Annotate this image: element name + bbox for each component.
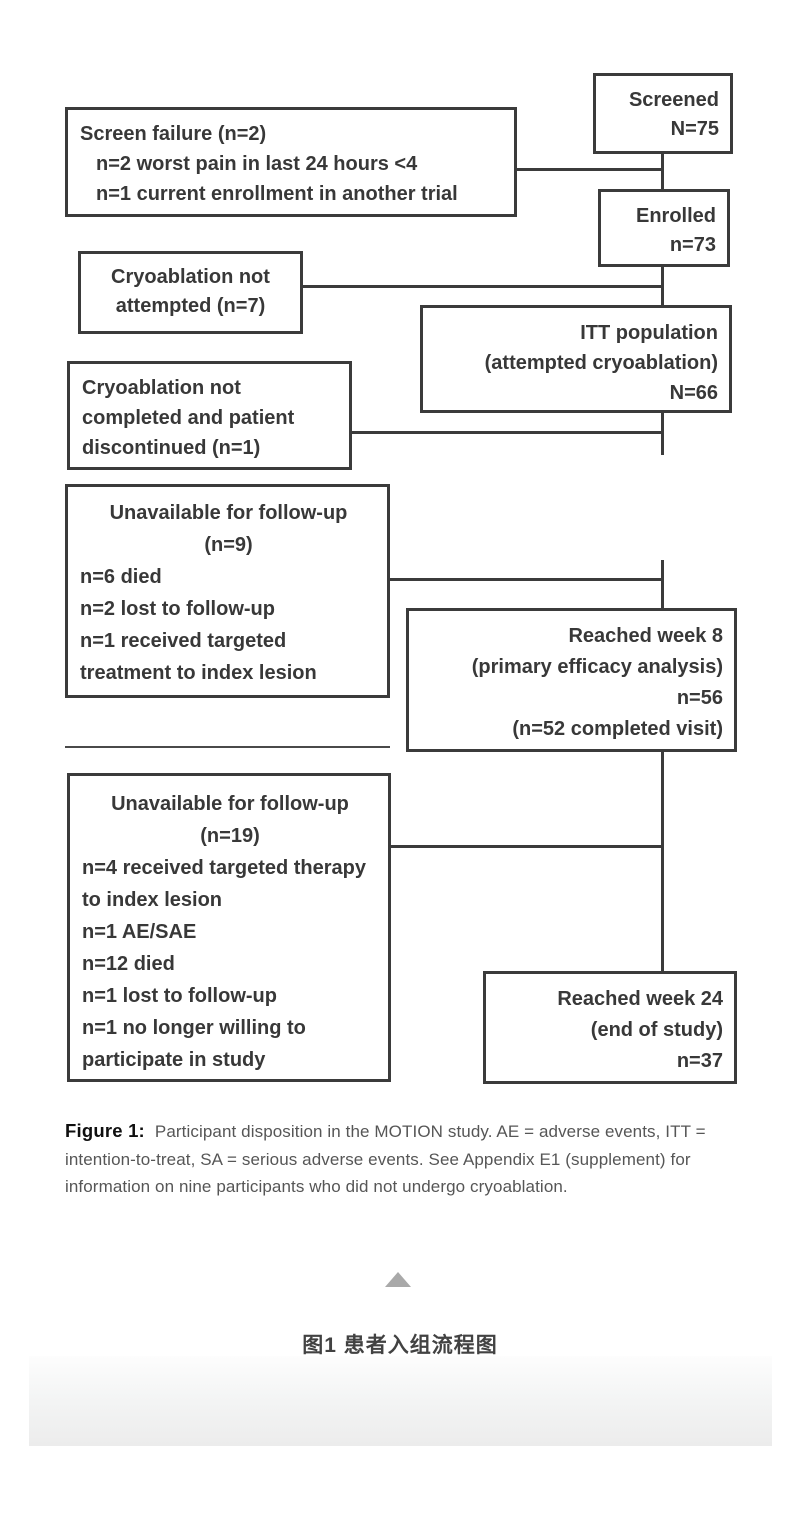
flow-box-week24: Reached week 24 (end of study) n=37 xyxy=(483,971,737,1084)
box-line: n=1 lost to follow-up xyxy=(82,985,277,1007)
box-line: n=2 lost to follow-up xyxy=(80,598,275,620)
box-line: discontinued (n=1) xyxy=(82,437,261,459)
flow-box-screen-failure: Screen failure (n=2) n=2 worst pain in l… xyxy=(65,107,517,217)
box-line: N=66 xyxy=(669,382,718,404)
box-line: completed and patient xyxy=(82,407,295,429)
box-line: Reached week 8 xyxy=(568,625,723,647)
connector-screened-enrolled xyxy=(661,154,664,190)
section-background-band xyxy=(29,1356,772,1446)
connector-safety-week8 xyxy=(661,560,664,609)
flow-box-screened: Screened N=75 xyxy=(593,73,733,154)
box-line: n=56 xyxy=(676,687,723,709)
figure-caption-text: Participant disposition in the MOTION st… xyxy=(65,1122,706,1196)
box-line: (n=52 completed visit) xyxy=(512,718,723,740)
box-line: n=73 xyxy=(669,234,716,256)
connector-unavailable-wk24 xyxy=(391,845,664,848)
flow-box-week8: Reached week 8 (primary efficacy analysi… xyxy=(406,608,737,752)
box-line: (n=19) xyxy=(200,825,260,847)
box-line: n=1 no longer willing to participate in … xyxy=(82,1017,306,1071)
box-line: n=2 worst pain in last 24 hours <4 xyxy=(96,153,418,175)
box-line: ITT population xyxy=(580,322,718,344)
connector-unavailable-wk8 xyxy=(390,578,664,581)
box-line: n=12 died xyxy=(82,953,175,975)
box-line: (attempted cryoablation) xyxy=(484,352,718,374)
box-line: n=1 received targeted treatment to index… xyxy=(80,630,317,684)
connector-cryo-not-attempted xyxy=(303,285,664,288)
connector-screen-failure xyxy=(517,168,664,171)
flow-box-unavailable-wk8: Unavailable for follow-up (n=9) n=6 died… xyxy=(65,484,390,698)
box-line: attempted (n=7) xyxy=(115,295,266,317)
box-line: n=1 AE/SAE xyxy=(82,921,197,943)
flow-box-enrolled: Enrolled n=73 xyxy=(598,189,730,267)
box-line: n=1 current enrollment in another trial xyxy=(96,183,458,205)
box-line: Enrolled xyxy=(635,205,716,227)
box-line: Screened xyxy=(628,89,719,111)
connector-cryo-not-completed xyxy=(352,431,664,434)
divider-line xyxy=(65,746,390,748)
box-line: Reached week 24 xyxy=(557,988,723,1010)
flow-box-cryo-not-completed: Cryoablation not completed and patient d… xyxy=(67,361,352,470)
figure-title-chinese: 图1 患者入组流程图 xyxy=(302,1334,498,1357)
flow-box-cryo-not-attempted: Cryoablation not attempted (n=7) xyxy=(78,251,303,334)
box-line: N=75 xyxy=(670,118,719,140)
box-line: (n=9) xyxy=(204,534,253,556)
flow-box-itt-population: ITT population (attempted cryoablation) … xyxy=(420,305,732,413)
box-line: Unavailable for follow-up xyxy=(111,793,349,815)
figure-caption: Figure 1:Participant disposition in the … xyxy=(65,1117,747,1201)
box-line: Cryoablation not xyxy=(111,266,270,288)
box-line: (primary efficacy analysis) xyxy=(471,656,723,678)
figure-caption-label: Figure 1: xyxy=(65,1120,145,1141)
flow-box-unavailable-wk24: Unavailable for follow-up (n=19) n=4 rec… xyxy=(67,773,391,1082)
connector-week8-week24 xyxy=(661,752,664,972)
box-line: n=37 xyxy=(676,1050,723,1072)
box-line: Cryoablation not xyxy=(82,377,241,399)
box-line: (end of study) xyxy=(590,1019,723,1041)
box-line: n=6 died xyxy=(80,566,162,588)
connector-itt-safety xyxy=(661,413,664,455)
box-line: Screen failure (n=2) xyxy=(80,123,267,145)
box-line: Unavailable for follow-up xyxy=(109,502,348,524)
box-line: n=4 received targeted therapy to index l… xyxy=(82,857,367,911)
collapse-up-triangle-icon[interactable] xyxy=(385,1272,411,1287)
